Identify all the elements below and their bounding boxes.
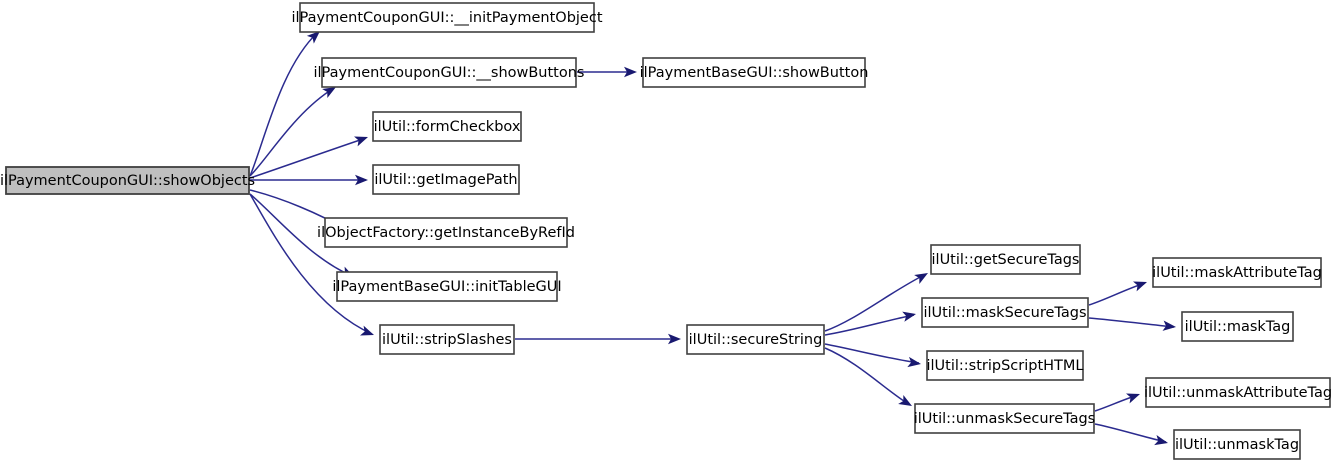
node-label: ilUtil::unmaskTag (1175, 437, 1299, 453)
edge-showObjects-to-formCheckbox (249, 137, 367, 179)
node-box (1152, 257, 1322, 288)
node-label: ilUtil::secureString (689, 332, 823, 348)
node-label: ilPaymentBaseGUI::showButton (640, 65, 869, 81)
node-label: ilUtil::maskTag (1185, 319, 1291, 335)
arrowhead-showButtons (322, 87, 336, 99)
node-label: ilObjectFactory::getInstanceByRefId (317, 225, 575, 241)
node-initTableGUI[interactable]: ilPaymentBaseGUI::initTableGUI (332, 271, 562, 302)
node-getImagePath[interactable]: ilUtil::getImagePath (372, 164, 520, 195)
node-getInstanceByRefId[interactable]: ilObjectFactory::getInstanceByRefId (317, 217, 575, 248)
node-showButtons[interactable]: ilPaymentCouponGUI::__showButtons (314, 57, 585, 88)
node-stripSlashes[interactable]: ilUtil::stripSlashes (379, 324, 515, 355)
node-unmaskAttributeTag[interactable]: ilUtil::unmaskAttributeTag (1144, 377, 1332, 408)
arrowhead-unmaskSecureTags (898, 394, 912, 406)
node-box (921, 297, 1089, 328)
node-maskSecureTags[interactable]: ilUtil::maskSecureTags (921, 297, 1089, 328)
node-box (5, 166, 250, 195)
arrowhead-maskSecureTags (902, 311, 916, 322)
node-box (914, 403, 1095, 434)
arrowhead-unmaskTag (1154, 435, 1168, 446)
node-box (372, 164, 520, 195)
arrowhead-initPaymentObject (306, 31, 320, 44)
node-box (1145, 377, 1331, 408)
node-label: ilUtil::formCheckbox (374, 119, 521, 135)
node-box (336, 271, 558, 302)
node-box (321, 57, 577, 88)
arrowhead-maskAttributeTag (1133, 281, 1147, 292)
edge-secureString-to-unmaskSecureTags (824, 347, 911, 406)
node-label: ilPaymentBaseGUI::initTableGUI (332, 279, 561, 295)
edge-secureString-to-getSecureTags (824, 273, 927, 332)
arrowhead-unmaskAttributeTag (1126, 393, 1140, 404)
node-unmaskSecureTags[interactable]: ilUtil::unmaskSecureTags (914, 403, 1095, 434)
node-initPaymentObject[interactable]: ilPaymentCouponGUI::__initPaymentObject (291, 2, 603, 33)
arrowhead-formCheckbox (354, 136, 368, 147)
node-box (686, 324, 825, 355)
node-showButton[interactable]: ilPaymentBaseGUI::showButton (640, 57, 869, 88)
node-showObjects[interactable]: ilPaymentCouponGUI::showObjects (0, 166, 255, 195)
node-label: ilUtil::getSecureTags (932, 252, 1080, 268)
node-layer: ilPaymentCouponGUI::showObjectsilPayment… (0, 2, 1332, 460)
edge-showObjects-to-stripSlashes (249, 193, 373, 335)
node-maskTag[interactable]: ilUtil::maskTag (1181, 311, 1294, 342)
node-label: ilUtil::getImagePath (374, 172, 517, 188)
node-box (299, 2, 595, 33)
node-formCheckbox[interactable]: ilUtil::formCheckbox (372, 111, 522, 142)
node-box (379, 324, 515, 355)
arrowhead-getImagePath (355, 174, 368, 186)
edge-secureString-to-maskSecureTags (824, 314, 915, 336)
node-label: ilUtil::maskAttributeTag (1152, 265, 1322, 281)
node-box (642, 57, 866, 88)
node-label: ilUtil::unmaskSecureTags (914, 411, 1095, 427)
node-box (1173, 429, 1301, 460)
node-stripScriptHTML[interactable]: ilUtil::stripScriptHTML (926, 350, 1084, 381)
node-getSecureTags[interactable]: ilUtil::getSecureTags (930, 244, 1081, 275)
edge-secureString-to-stripScriptHTML (824, 343, 920, 364)
node-maskAttributeTag[interactable]: ilUtil::maskAttributeTag (1152, 257, 1322, 288)
edge-maskSecureTags-to-maskAttributeTag (1088, 282, 1146, 306)
node-label: ilUtil::unmaskAttributeTag (1144, 385, 1332, 401)
node-box (324, 217, 568, 248)
node-box (372, 111, 522, 142)
node-label: ilUtil::stripSlashes (382, 332, 512, 348)
node-label: ilPaymentCouponGUI::__showButtons (314, 65, 585, 81)
arrowhead-showButton (624, 66, 637, 78)
edge-showObjects-to-showButtons (249, 87, 335, 177)
node-unmaskTag[interactable]: ilUtil::unmaskTag (1173, 429, 1301, 460)
edge-unmaskSecureTags-to-unmaskTag (1094, 423, 1167, 443)
arrowhead-secureString (668, 333, 681, 345)
node-box (930, 244, 1081, 275)
edge-maskSecureTags-to-maskTag (1088, 317, 1175, 328)
arrowhead-stripScriptHTML (907, 356, 921, 368)
node-box (1181, 311, 1294, 342)
node-label: ilUtil::maskSecureTags (923, 305, 1086, 321)
arrowhead-stripSlashes (360, 325, 374, 336)
node-label: ilPaymentCouponGUI::showObjects (0, 173, 255, 189)
node-secureString[interactable]: ilUtil::secureString (686, 324, 825, 355)
node-label: ilUtil::stripScriptHTML (926, 358, 1083, 374)
arrowhead-getSecureTags (914, 273, 928, 285)
edge-showObjects-to-initTableGUI (249, 193, 353, 277)
arrowhead-maskTag (1162, 320, 1176, 331)
node-box (926, 350, 1084, 381)
node-label: ilPaymentCouponGUI::__initPaymentObject (291, 10, 602, 26)
edge-showObjects-to-initPaymentObject (249, 31, 319, 177)
